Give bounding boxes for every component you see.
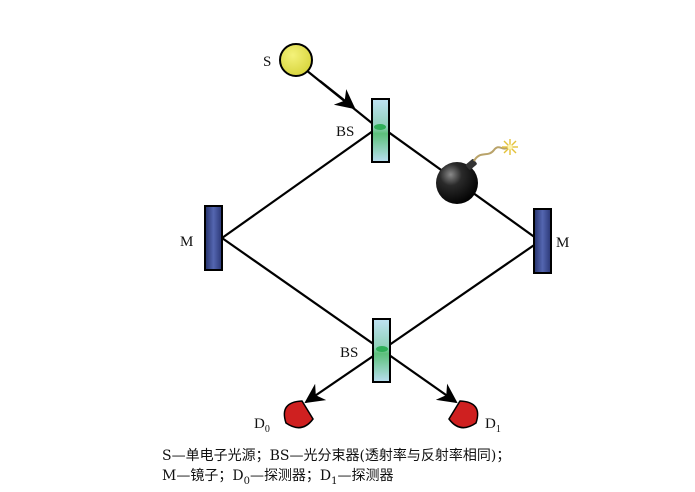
beam-splitter-top-label: BS <box>336 124 354 140</box>
figure-caption: S—单电子光源；BS—光分束器(透射率与反射率相同)； M—镜子；D0—探测器；… <box>162 446 682 492</box>
beam-splitter-bottom-label: BS <box>340 345 358 361</box>
beam-splitter-top <box>371 98 390 163</box>
mirror-right-label: M <box>556 235 569 251</box>
mirror-left-icon <box>204 205 223 271</box>
beam-bs-to-left-mirror <box>221 125 381 239</box>
caption-line-2: M—镜子；D0—探测器；D1—探测器 <box>162 468 394 487</box>
detector-1-label: D1 <box>485 416 501 435</box>
beam-left-mirror-to-bs <box>221 237 383 351</box>
detector-1-icon <box>448 400 479 429</box>
source-circle-icon <box>279 43 313 77</box>
bomb-icon <box>436 139 518 204</box>
detector-0-icon <box>283 400 314 429</box>
beam-splitter-bottom <box>372 318 391 383</box>
mirror-left-label: M <box>180 234 193 250</box>
beam-right-mirror-to-bs <box>381 240 541 351</box>
beam-bs-to-d1 <box>381 349 458 404</box>
beam-bs-to-d0 <box>304 349 383 404</box>
beam-source-arrow <box>319 80 356 110</box>
source-label: S <box>263 54 271 70</box>
interferometer-diagram: S BS M M <box>180 43 569 435</box>
caption-line-1: S—单电子光源；BS—光分束器(透射率与反射率相同)； <box>162 448 511 464</box>
mirror-right-icon <box>533 208 552 274</box>
detector-0-label: D0 <box>254 416 270 435</box>
